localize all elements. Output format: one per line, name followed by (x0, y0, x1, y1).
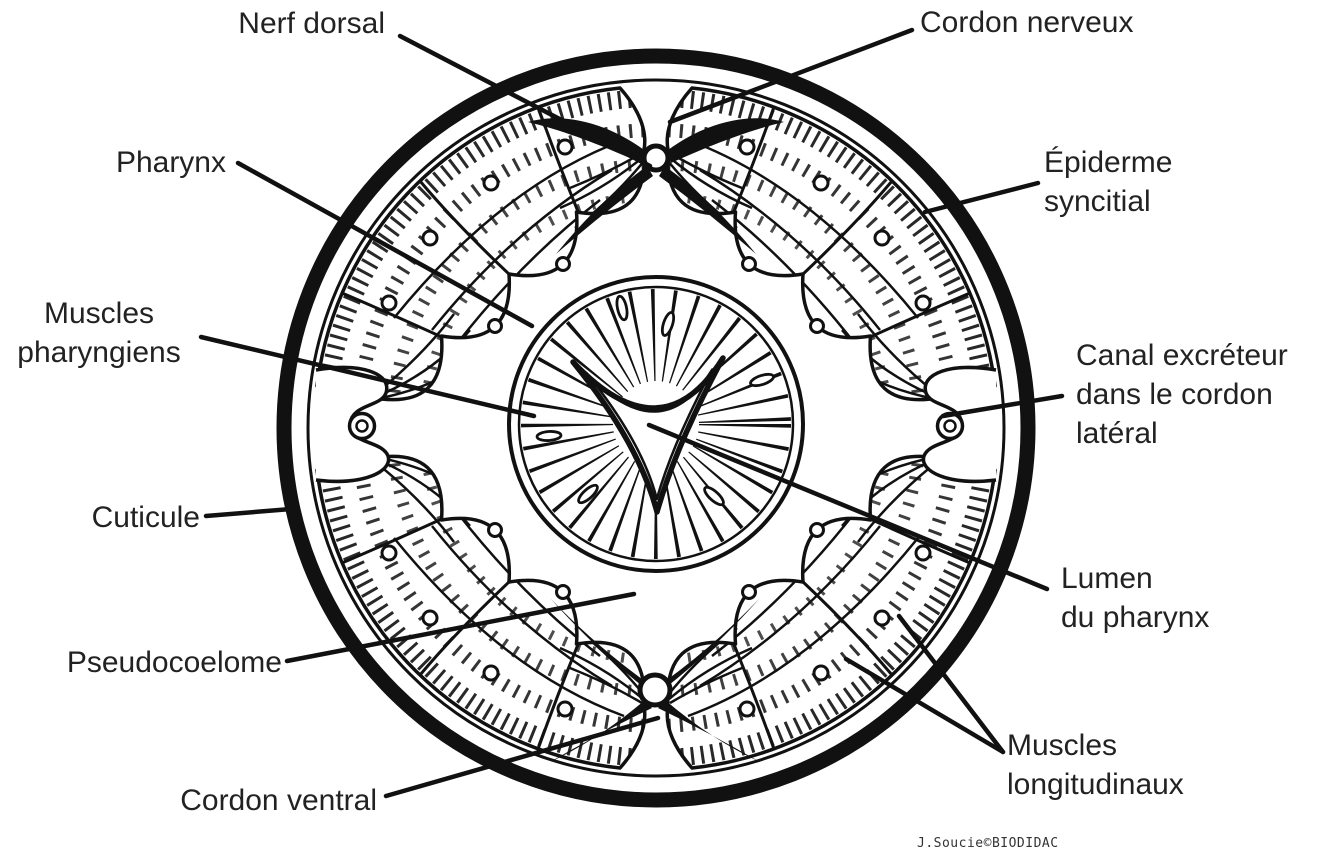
leader-cordon-ventral (383, 715, 661, 799)
lateral-cord-right (921, 365, 998, 484)
label-cordon-nerveux: Cordon nerveux (920, 6, 1134, 39)
ventral-cord (550, 598, 760, 762)
label-pseudocoelome: Pseudocoelome (66, 646, 282, 679)
leader-nerf-dorsal (397, 33, 653, 169)
label-muscles-longitudinaux: Muscles longitudinaux (1007, 729, 1184, 801)
lateral-cord-left (314, 365, 391, 484)
label-cordon-ventral: Cordon ventral (180, 784, 377, 817)
leader-pseudocoelome (284, 591, 637, 664)
leader-canal-excreteur (940, 393, 1065, 419)
cuticle-ring (276, 48, 1036, 808)
pharynx (507, 275, 805, 573)
leader-cuticule (203, 506, 294, 519)
leader-lines (198, 27, 1065, 799)
label-muscles-pharyngiens: Muscles pharyngiens (17, 297, 181, 369)
leader-muscles-pharyngiens (198, 334, 537, 419)
leader-muscles-long-1 (896, 613, 1006, 755)
pharynx-lumen (570, 355, 726, 515)
leader-lumen (646, 422, 1050, 592)
credit-text: J.Soucie©BIODIDAC (917, 836, 1059, 851)
label-lumen-du-pharynx: Lumen du pharynx (1061, 562, 1210, 634)
label-epiderme-syncitial: Épiderme syncitial (1044, 146, 1173, 218)
leader-muscles-long-2 (843, 656, 1006, 755)
label-pharynx: Pharynx (115, 146, 226, 179)
leader-epiderme (922, 180, 1041, 215)
leader-cordon-nerveux (667, 27, 915, 125)
dorsal-nerve (528, 118, 784, 254)
label-nerf-dorsal: Nerf dorsal (238, 7, 385, 40)
leader-pharynx (235, 160, 535, 329)
label-cuticule: Cuticule (91, 501, 200, 534)
label-canal-excreteur: Canal excréteur dans le cordon latéral (1076, 339, 1288, 450)
epidermis-circle (306, 78, 1006, 778)
